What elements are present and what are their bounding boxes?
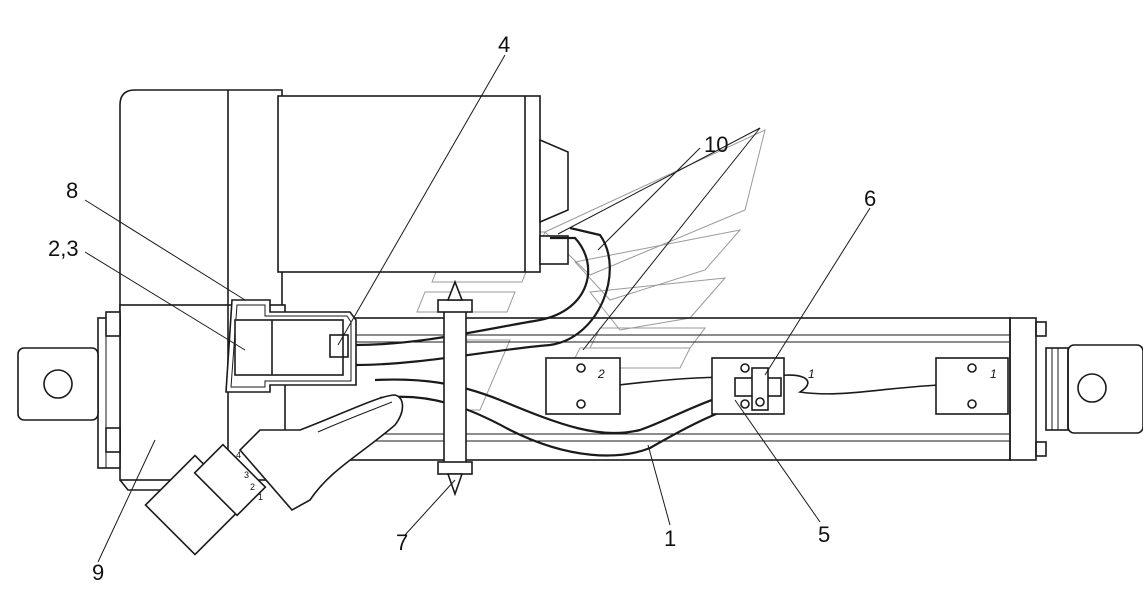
callout-6: 6	[864, 186, 876, 211]
callout-4: 4	[498, 32, 510, 57]
callout-1: 1	[664, 526, 676, 551]
actuator-rail	[281, 317, 1047, 461]
motor	[119, 89, 569, 319]
callout-10: 10	[704, 132, 728, 157]
callout-5: 5	[818, 522, 830, 547]
callout-9: 9	[92, 560, 104, 585]
switch-mark-2: 2	[597, 367, 605, 381]
pin-label-3: 3	[244, 470, 249, 480]
callout-7: 7	[396, 530, 408, 555]
leader-lines	[84, 54, 871, 563]
right-rod-end	[1045, 344, 1143, 434]
switch-mark-1: 1	[990, 367, 997, 381]
limit-switch-right: 1	[935, 357, 1009, 415]
plug-connector: 4 3 2 1	[144, 394, 404, 556]
limit-switch-left: 2	[545, 357, 621, 415]
switch-mark-1b: 1	[808, 367, 815, 381]
cable-clamp	[437, 279, 473, 497]
pin-label-4: 4	[236, 450, 241, 460]
left-rod-end	[17, 347, 99, 421]
limit-switch-middle: 1	[711, 357, 815, 415]
callout-2-3: 2,3	[48, 236, 79, 261]
terminal-connector	[225, 299, 357, 393]
callout-8: 8	[66, 178, 78, 203]
callout-labels: 4 10 8 2,3 6 9 7 1 5	[48, 32, 876, 585]
pin-label-2: 2	[250, 482, 255, 492]
pin-label-1: 1	[258, 492, 263, 502]
